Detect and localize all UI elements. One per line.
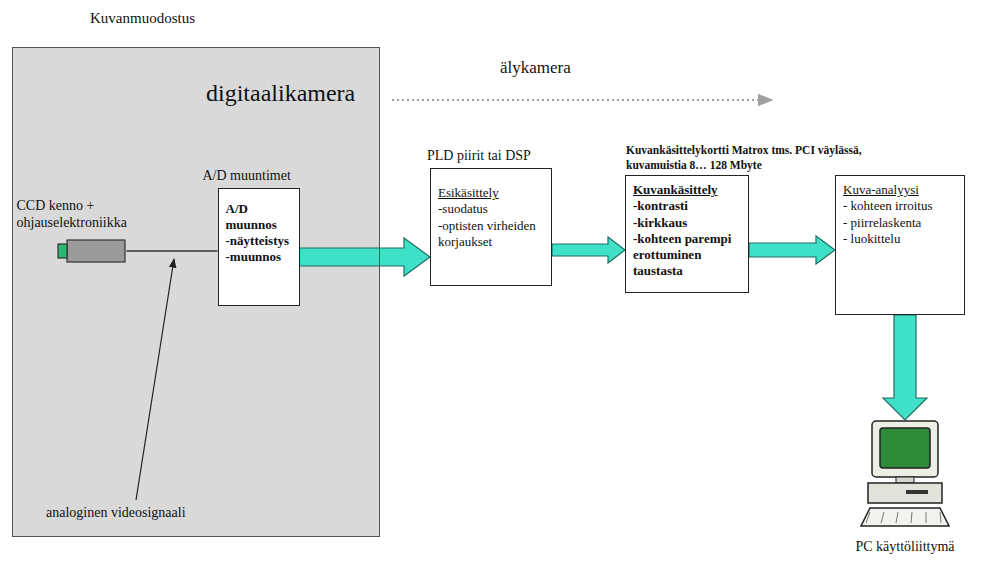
housing-title: digitaalikamera xyxy=(206,78,355,108)
pc-symbol xyxy=(860,420,950,530)
box-heading: A/D muuntimet xyxy=(203,167,291,185)
box-title: Esikäsittely xyxy=(438,185,544,201)
box-title: Kuva-analyysi xyxy=(843,182,957,198)
box-item: -optisten virheiden korjaukset xyxy=(438,218,544,251)
box-item: - luokittelu xyxy=(843,231,957,247)
preprocessing-box: PLD piirit tai DSPEsikäsittely-suodatus-… xyxy=(430,168,552,286)
signal-label: analoginen videosignaali xyxy=(46,505,186,521)
flow-arrow xyxy=(300,238,431,276)
ccd-camera-symbol xyxy=(57,238,127,264)
box-title: Kuvankäsittely xyxy=(633,182,741,198)
flow-arrow xyxy=(883,315,927,420)
ccd-sensor: CCD kenno + ohjauselektroniikka xyxy=(57,238,127,264)
image-processing-box: Kuvankäsittelykortti Matrox tms. PCI väy… xyxy=(625,175,749,293)
box-item: -kontrasti xyxy=(633,198,741,214)
box-item: -kohteen parempi erottuminen taustasta xyxy=(633,231,741,280)
box-item: -muunnos xyxy=(226,249,292,265)
smart-camera-dotted-arrow xyxy=(392,99,772,101)
box-heading: Kuvankäsittelykortti Matrox tms. PCI väy… xyxy=(626,143,866,172)
image-analysis-box: Kuva-analyysi- kohteen irroitus- piirrel… xyxy=(835,175,965,315)
diagram-title: Kuvanmuodostus xyxy=(90,10,195,27)
camera-housing: digitaalikameraCCD kenno + ohjauselektro… xyxy=(12,47,380,537)
pc-label: PC käyttöliittymä xyxy=(855,538,954,556)
sensor-label: CCD kenno + ohjauselektroniikka xyxy=(17,197,149,232)
flow-arrow xyxy=(552,237,625,263)
box-heading: PLD piirit tai DSP xyxy=(427,147,531,165)
box-item: -kirkkaus xyxy=(633,215,741,231)
box-item: -näytteistys xyxy=(226,233,292,249)
box-item: A/D muunnos xyxy=(226,201,292,234)
leader-line xyxy=(136,259,174,500)
box-item: -suodatus xyxy=(438,201,544,217)
camera-housing-fill xyxy=(12,47,380,537)
box-item: - kohteen irroitus xyxy=(843,198,957,214)
smart-camera-label: älykamera xyxy=(500,58,571,78)
pc-terminal: PC käyttöliittymä xyxy=(860,420,950,530)
box-item: - piirrelaskenta xyxy=(843,215,957,231)
flow-arrow xyxy=(749,236,835,264)
signal-wire xyxy=(127,250,218,252)
ad-converter-box: A/D muuntimetA/D muunnos-näytteistys-muu… xyxy=(218,188,300,306)
